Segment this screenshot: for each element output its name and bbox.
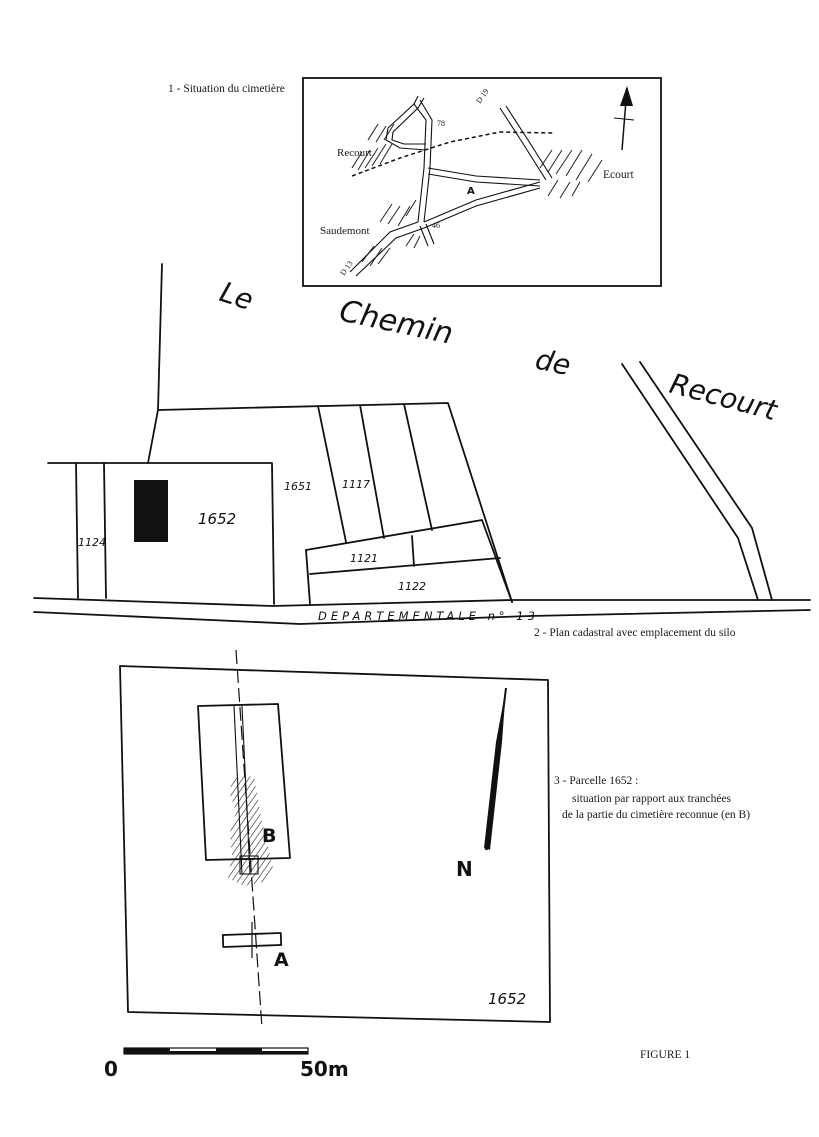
road-name-de: de — [533, 343, 574, 383]
situation-map: 1 - Situation du cimetière — [168, 77, 662, 287]
trench-b-label: B — [262, 825, 276, 847]
road-name-le: Le — [216, 275, 257, 317]
road-d19-label: D 19 — [474, 87, 490, 105]
railway-line — [351, 131, 556, 177]
parcel-number-label: 1652 — [488, 990, 526, 1008]
parcel-label: 1652 — [198, 510, 236, 528]
trench-b-centerline — [233, 705, 243, 875]
village-recourt-label: Recourt — [337, 147, 372, 159]
trench-b-outline — [197, 703, 291, 861]
trench-a-label: A — [274, 949, 289, 971]
parcel-boundaries — [33, 402, 811, 625]
parcel-caption-line: situation par rapport aux tranchées — [572, 793, 732, 805]
scale-bar: 0 50m — [104, 1047, 349, 1081]
north-label: N — [456, 857, 473, 881]
road-name-chemin: Chemin — [336, 294, 456, 352]
scale-end-label: 50m — [300, 1057, 349, 1081]
road-78-label: 78 — [437, 119, 445, 128]
parcel-label: 1117 — [342, 478, 370, 491]
parcel-label: 1124 — [78, 536, 106, 549]
road-name-recourt: Recourt — [666, 367, 781, 427]
north-arrow-icon — [484, 687, 507, 851]
road-46-label: 46 — [432, 221, 440, 230]
parcel-caption-line: de la partie du cimetière reconnue (en B… — [562, 809, 750, 821]
inset-north-arrow — [613, 86, 635, 151]
parcel-label: 1122 — [398, 580, 426, 593]
situation-map-frame — [302, 77, 662, 287]
cadastral-plan: Le Chemin de Recourt — [33, 263, 811, 639]
road-d13-label: D 13 — [338, 259, 354, 277]
trench-b-centerline — [241, 705, 251, 875]
silo-location-marker — [134, 480, 168, 542]
inset-roads — [349, 95, 553, 277]
parcel-1652-plan: B A N 1652 3 - Parcelle 1652 : situation… — [119, 649, 750, 1029]
trench-b-sondage — [239, 855, 259, 875]
village-ecourt-label: Ecourt — [603, 169, 634, 181]
situation-caption: 1 - Situation du cimetière — [168, 83, 285, 95]
departementale-road-label: DEPARTEMENTALE n° 13 — [318, 609, 539, 623]
plot-boundary-north — [157, 263, 163, 411]
diagonal-road — [621, 361, 773, 601]
trench-axis-line — [235, 649, 263, 1029]
parcel-label: 1121 — [350, 552, 378, 565]
village-saudemont-label: Saudemont — [320, 225, 370, 237]
cadastre-caption: 2 - Plan cadastral avec emplacement du s… — [534, 627, 736, 639]
parcel-label: 1651 — [284, 480, 312, 493]
scale-start-label: 0 — [104, 1057, 118, 1081]
parcel-caption-title: 3 - Parcelle 1652 : — [554, 775, 638, 787]
parcel-1652-outline — [119, 665, 551, 1023]
site-a-label: A — [467, 186, 475, 197]
figure-label: FIGURE 1 — [640, 1049, 690, 1061]
